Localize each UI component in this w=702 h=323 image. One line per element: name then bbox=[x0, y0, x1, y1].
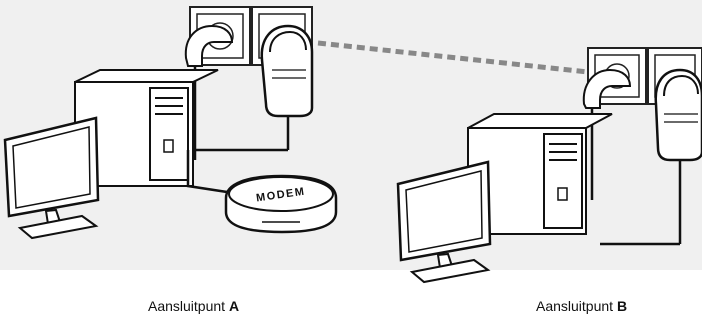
powerline-adapter-a bbox=[188, 24, 314, 152]
connection-point-b-label: Aansluitpunt B bbox=[536, 298, 627, 314]
connection-point-a-label: Aansluitpunt A bbox=[148, 298, 239, 314]
modem: MODEM bbox=[224, 174, 338, 234]
monitor-b bbox=[396, 160, 492, 284]
site-a: MODEM bbox=[3, 6, 338, 240]
connection-point-b-prefix: Aansluitpunt bbox=[536, 298, 617, 314]
site-b bbox=[396, 47, 702, 284]
connection-point-b-letter: B bbox=[616, 298, 628, 314]
powerline-connection bbox=[317, 40, 589, 75]
connection-point-a-prefix: Aansluitpunt bbox=[148, 298, 229, 314]
cable-pc-modem bbox=[186, 150, 241, 196]
connection-point-a-letter: A bbox=[228, 298, 240, 314]
monitor-a bbox=[3, 116, 100, 240]
